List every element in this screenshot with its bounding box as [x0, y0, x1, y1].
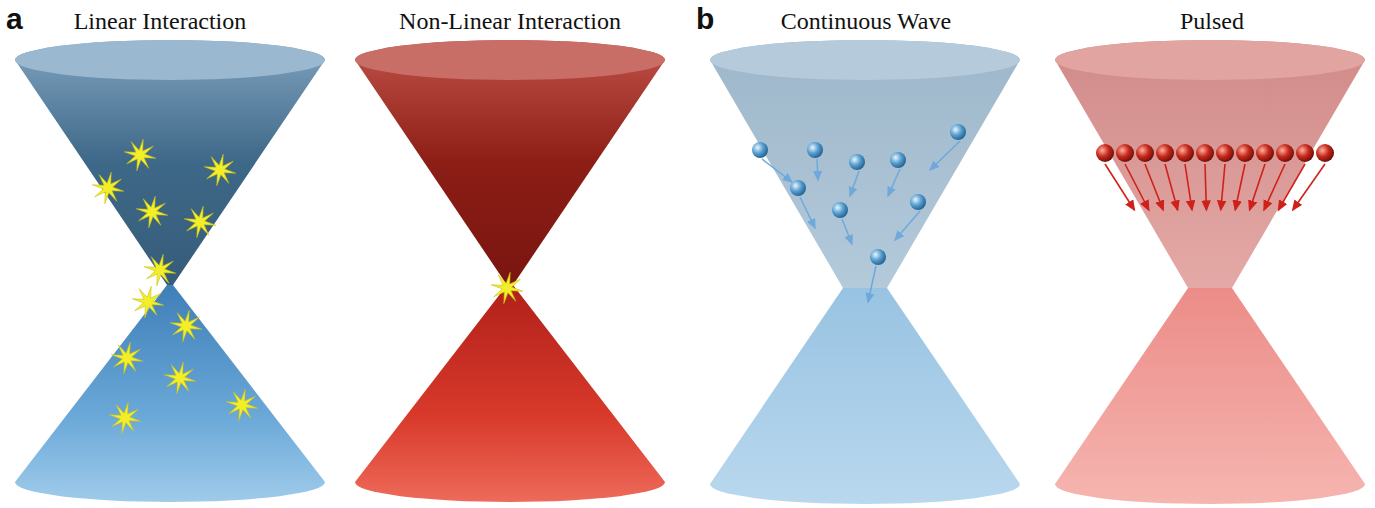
- photon-ball: [870, 249, 886, 265]
- photon-ball: [832, 202, 848, 218]
- interaction-star: [124, 139, 155, 170]
- pulse-arrow: [1293, 164, 1325, 210]
- panel-title: Non-Linear Interaction: [399, 8, 621, 35]
- pulse-arrow: [1205, 164, 1206, 210]
- pulse-ball: [1296, 144, 1314, 162]
- interaction-star: [204, 154, 235, 185]
- lower-cone: [1055, 288, 1365, 504]
- cone-rim: [355, 40, 665, 80]
- photon-arrow: [850, 171, 859, 196]
- photon-arrow: [930, 141, 960, 170]
- interaction-star: [170, 310, 201, 341]
- pulse-ball: [1196, 144, 1214, 162]
- pulse-arrow: [1221, 164, 1225, 210]
- photon-arrow: [888, 169, 900, 196]
- cone-rim: [1055, 40, 1365, 80]
- interaction-star: [226, 389, 257, 420]
- pulse-arrow: [1165, 164, 1178, 210]
- interaction-star: [132, 286, 163, 317]
- lower-cone: [710, 288, 1020, 504]
- pulse-ball: [1156, 144, 1174, 162]
- pulse-ball: [1136, 144, 1154, 162]
- pulse-ball: [1236, 144, 1254, 162]
- upper-cone: [355, 40, 665, 285]
- photon-ball: [752, 142, 768, 158]
- interaction-star: [109, 402, 140, 433]
- cone-rim: [15, 40, 325, 80]
- cone-rim: [710, 40, 1020, 80]
- photon-arrow: [842, 219, 852, 244]
- pulse-arrow: [1145, 164, 1163, 210]
- pulse-ball: [1116, 144, 1134, 162]
- photon-arrow: [762, 159, 792, 182]
- interaction-star: [111, 342, 142, 373]
- interaction-star: [164, 362, 195, 393]
- panel-title: Linear Interaction: [74, 8, 247, 35]
- photon-arrow: [800, 197, 815, 228]
- photon-ball: [849, 154, 865, 170]
- panel-title: Pulsed: [1180, 8, 1244, 35]
- interaction-star: [92, 172, 123, 203]
- photon-ball: [950, 124, 966, 140]
- upper-cone: [710, 40, 1020, 288]
- panel-letter: b: [696, 2, 714, 36]
- pulse-arrow: [1235, 164, 1245, 210]
- pulse-ball: [1276, 144, 1294, 162]
- upper-cone: [1055, 40, 1365, 288]
- photon-ball: [790, 180, 806, 196]
- photon-ball: [807, 142, 823, 158]
- pulse-arrow: [1185, 164, 1192, 210]
- interaction-star: [491, 272, 522, 303]
- pulse-ball: [1096, 144, 1114, 162]
- photon-ball: [890, 152, 906, 168]
- pulse-arrow: [1105, 164, 1134, 210]
- pulse-ball: [1256, 144, 1274, 162]
- interaction-star: [136, 196, 167, 227]
- pulse-ball: [1216, 144, 1234, 162]
- pulse-arrow: [1250, 164, 1265, 210]
- photon-arrow: [895, 211, 920, 240]
- panel-title: Continuous Wave: [781, 8, 951, 35]
- pulse-arrow: [1125, 164, 1149, 210]
- photon-arrow: [868, 266, 876, 302]
- upper-cone: [15, 40, 325, 285]
- panel-letter: a: [6, 2, 23, 36]
- lower-cone: [15, 285, 325, 502]
- pulse-ball: [1316, 144, 1334, 162]
- photon-ball: [910, 194, 926, 210]
- pulse-arrow: [1278, 164, 1305, 210]
- pulse-ball: [1176, 144, 1194, 162]
- interaction-star: [184, 206, 215, 237]
- interaction-star: [144, 254, 175, 285]
- photon-arrow: [817, 159, 818, 180]
- lower-cone: [355, 285, 665, 502]
